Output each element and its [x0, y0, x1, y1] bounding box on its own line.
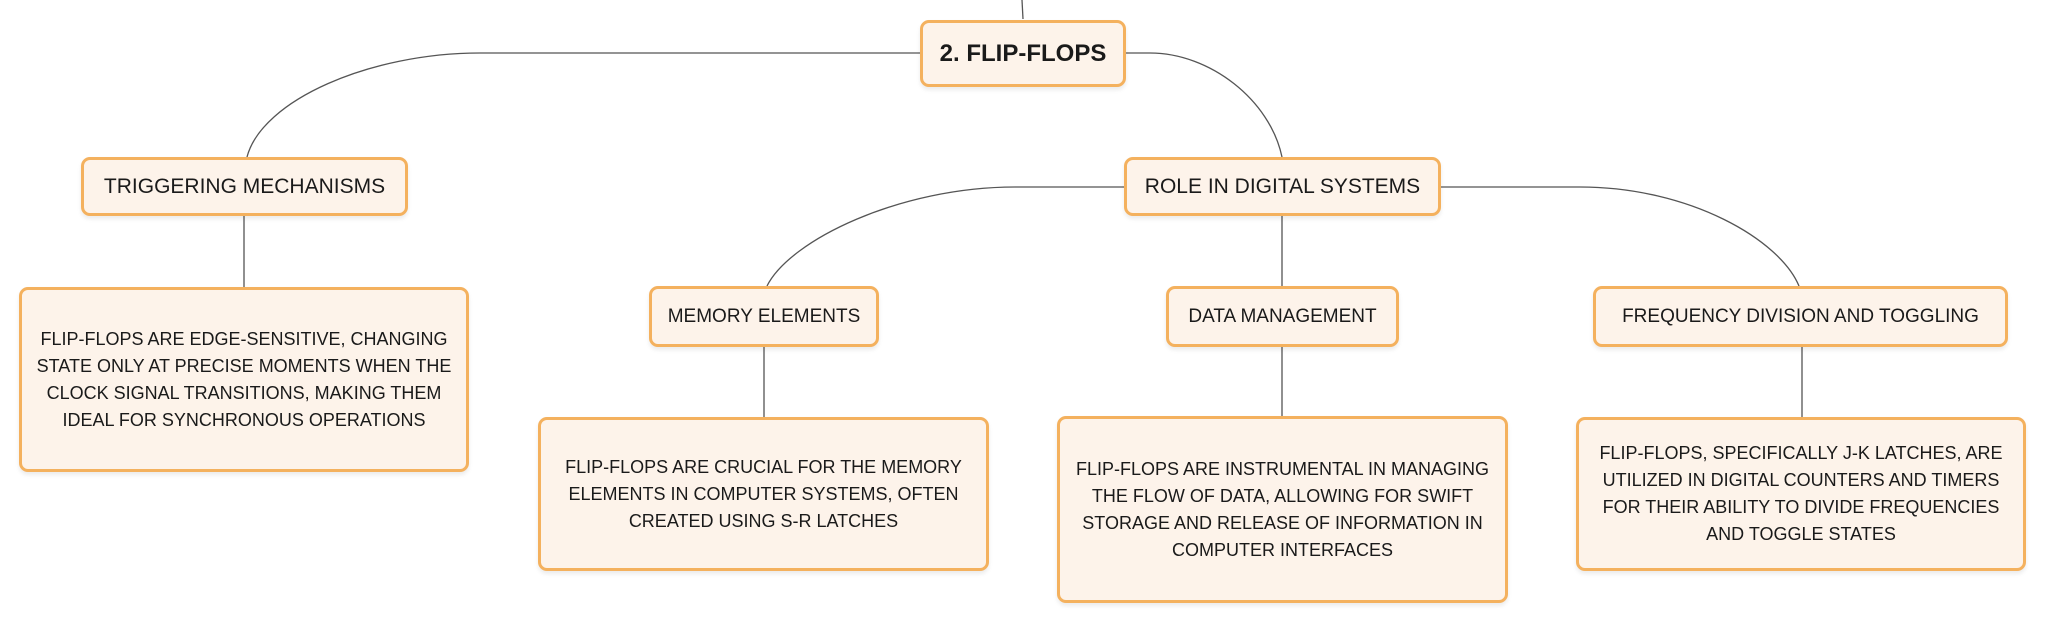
role-in-digital-systems-node[interactable]: ROLE IN DIGITAL SYSTEMS — [1124, 157, 1441, 216]
triggering-mechanisms-node[interactable]: TRIGGERING MECHANISMS — [81, 157, 408, 216]
frequency-division-node[interactable]: FREQUENCY DIVISION AND TOGGLING — [1593, 286, 2008, 347]
data-management-description: FLIP-FLOPS ARE INSTRUMENTAL IN MANAGING … — [1075, 458, 1490, 560]
data-management-description-node[interactable]: FLIP-FLOPS ARE INSTRUMENTAL IN MANAGING … — [1057, 416, 1508, 603]
memory-elements-description: FLIP-FLOPS ARE CRUCIAL FOR THE MEMORY EL… — [565, 456, 962, 531]
edge-role-memory — [766, 186, 1124, 287]
memory-elements-label: MEMORY ELEMENTS — [667, 305, 861, 327]
triggering-mechanisms-label: TRIGGERING MECHANISMS — [103, 174, 386, 198]
memory-elements-node[interactable]: MEMORY ELEMENTS — [649, 286, 879, 347]
triggering-mechanisms-description-node[interactable]: FLIP-FLOPS ARE EDGE-SENSITIVE, CHANGING … — [19, 287, 469, 472]
data-management-node[interactable]: DATA MANAGEMENT — [1166, 286, 1399, 347]
root-node-label: 2. FLIP-FLOPS — [939, 39, 1107, 67]
root-node[interactable]: 2. FLIP-FLOPS — [920, 20, 1126, 87]
edge-root-triggering — [246, 52, 920, 158]
role-in-digital-systems-label: ROLE IN DIGITAL SYSTEMS — [1144, 174, 1421, 198]
edge-root-role — [1126, 52, 1283, 158]
frequency-division-description-node[interactable]: FLIP-FLOPS, SPECIFICALLY J-K LATCHES, AR… — [1576, 417, 2026, 571]
data-management-label: DATA MANAGEMENT — [1188, 305, 1377, 327]
triggering-mechanisms-description: FLIP-FLOPS ARE EDGE-SENSITIVE, CHANGING … — [36, 328, 452, 430]
frequency-division-label: FREQUENCY DIVISION AND TOGGLING — [1622, 305, 1979, 327]
edge-role-frequency — [1441, 186, 1800, 287]
frequency-division-description: FLIP-FLOPS, SPECIFICALLY J-K LATCHES, AR… — [1599, 443, 2003, 544]
memory-elements-description-node[interactable]: FLIP-FLOPS ARE CRUCIAL FOR THE MEMORY EL… — [538, 417, 989, 571]
edge-root-parent — [1021, 0, 1024, 20]
